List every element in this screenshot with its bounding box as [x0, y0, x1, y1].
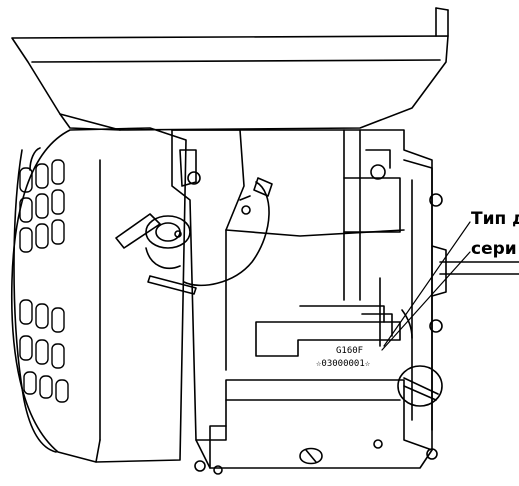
crankcase	[171, 129, 519, 475]
vent-slots	[19, 159, 69, 403]
oil-filler-cap	[115, 213, 191, 270]
callout-leader-lines	[381, 221, 471, 351]
engine-serial-text: ☆03000001☆	[316, 359, 371, 369]
engine-model-text: G160F	[336, 346, 364, 356]
fuel-tank	[11, 7, 449, 131]
ignition-wire	[147, 177, 273, 295]
fan-housing	[10, 127, 187, 463]
output-shaft	[439, 261, 519, 275]
callout-engine-type: Тип д	[471, 209, 519, 229]
drain-knob	[397, 365, 443, 407]
callout-serial-number: сери	[471, 239, 517, 259]
